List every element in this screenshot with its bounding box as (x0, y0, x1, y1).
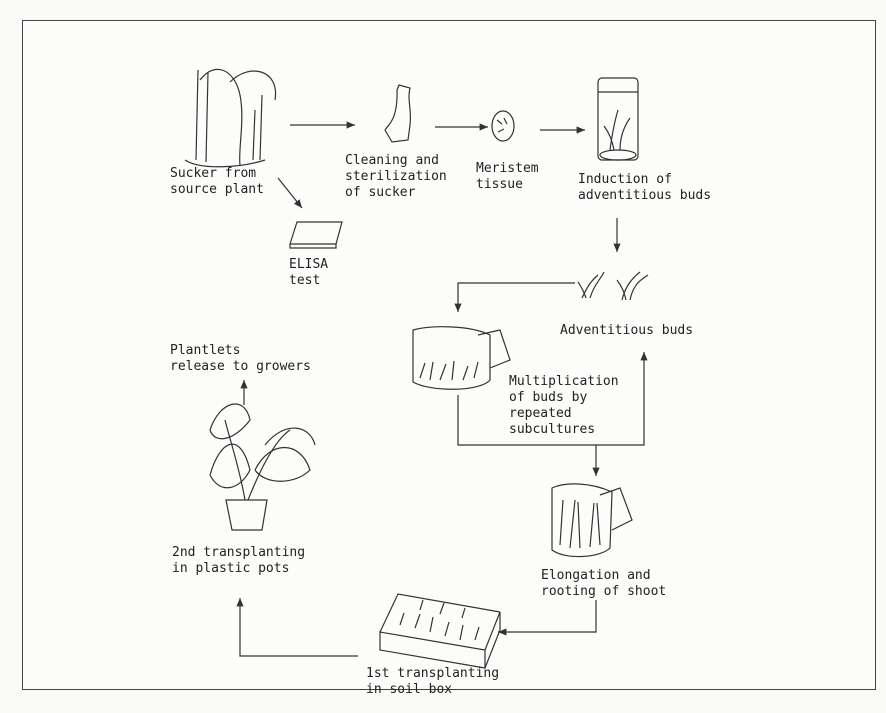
transplant1-label: 1st transplanting in soil box (366, 666, 499, 698)
plantlets-label: Plantlets release to growers (170, 343, 311, 375)
transplant2-label: 2nd transplanting in plastic pots (172, 545, 305, 577)
sucker-plant-illustration (185, 69, 276, 166)
induction-jar-illustration (598, 78, 638, 160)
soil-box-illustration (380, 594, 500, 668)
meristem-label: Meristem tissue (476, 161, 539, 193)
elongation-label: Elongation and rooting of shoot (541, 568, 666, 600)
sucker-piece-illustration (385, 85, 410, 142)
multiplication-jar-illustration (413, 327, 510, 390)
multiplication-label: Multiplication of buds by repeated subcu… (509, 374, 619, 438)
sucker-label: Sucker from source plant (170, 166, 264, 198)
adventitious-buds-illustration (578, 272, 648, 300)
elisa-plate-illustration (290, 222, 342, 248)
potted-plant-illustration (210, 404, 315, 530)
meristem-tissue-illustration (492, 111, 514, 141)
elisa-label: ELISA test (289, 257, 328, 289)
induction-label: Induction of adventitious buds (578, 172, 711, 204)
adventitious-label: Adventitious buds (560, 323, 693, 339)
cleaning-label: Cleaning and sterilization of sucker (345, 153, 447, 201)
elongation-jar-illustration (552, 484, 632, 557)
